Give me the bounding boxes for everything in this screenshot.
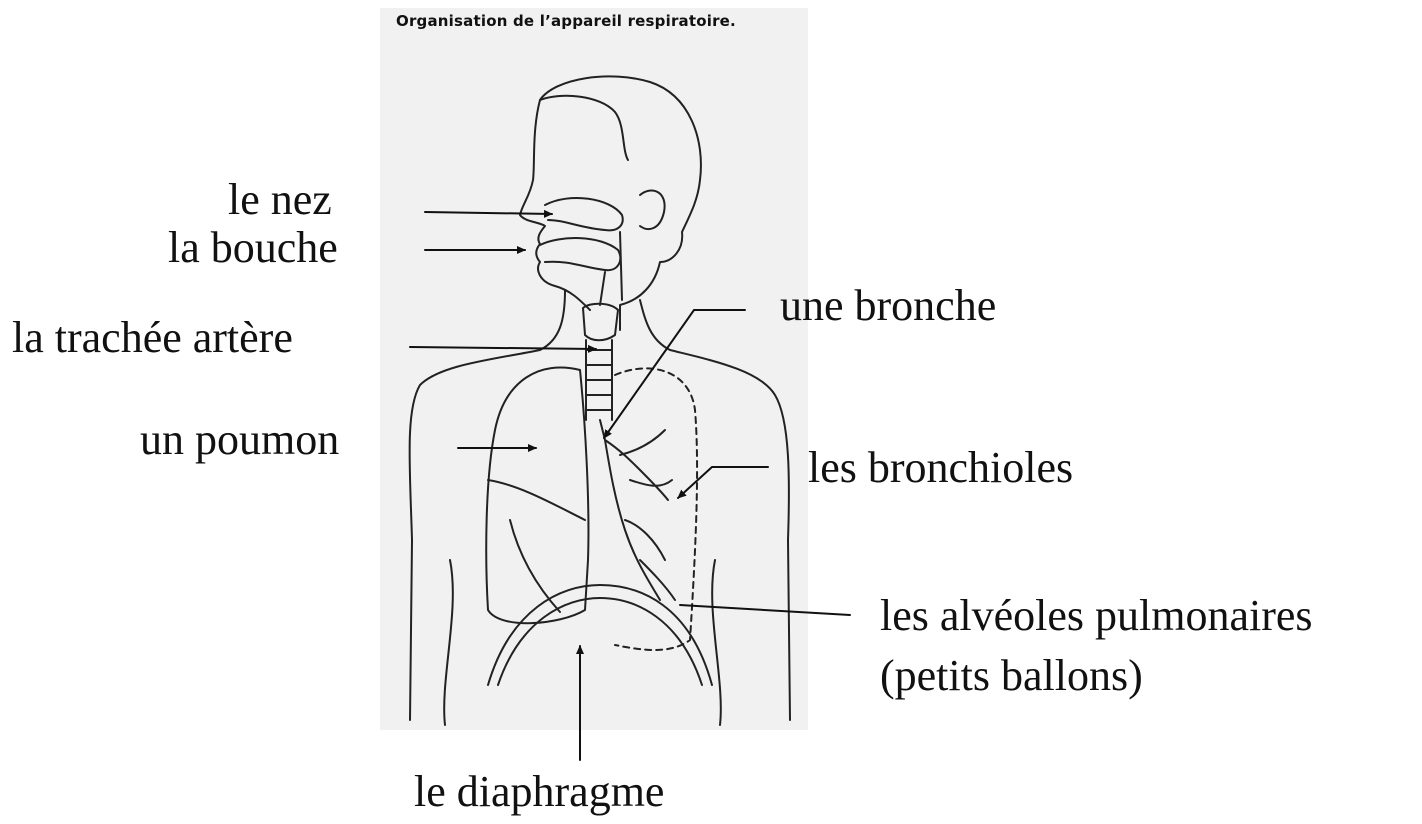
nasal-cavity bbox=[545, 198, 623, 230]
label-bronche: une bronche bbox=[780, 284, 996, 328]
label-poumon: un poumon bbox=[140, 418, 339, 462]
hair-line bbox=[540, 96, 628, 160]
lung-left-fissure bbox=[488, 480, 585, 612]
diaphragm-outer bbox=[488, 585, 712, 685]
face-profile bbox=[520, 100, 590, 310]
arrow-bronche bbox=[604, 310, 745, 438]
arm-left bbox=[410, 540, 453, 725]
label-nez: le nez bbox=[228, 178, 332, 222]
oral-cavity bbox=[540, 238, 620, 270]
label-diaphragme: le diaphragme bbox=[414, 770, 664, 814]
lung-right-dashed bbox=[615, 368, 697, 650]
arm-right bbox=[712, 540, 790, 725]
ear bbox=[640, 190, 665, 229]
arrow-trachee bbox=[410, 347, 596, 349]
arrow-bronchioles bbox=[678, 467, 768, 498]
bronchial-tree bbox=[600, 420, 675, 600]
trachea-ring bbox=[586, 350, 612, 410]
label-bouche: la bouche bbox=[168, 226, 338, 270]
label-alveoles-line1: les alvéoles pulmonaires bbox=[880, 594, 1313, 638]
label-trachee: la trachée artère bbox=[12, 316, 293, 360]
label-bronchioles: les bronchioles bbox=[808, 446, 1073, 490]
diagram-title: Organisation de l’appareil respiratoire. bbox=[396, 12, 796, 30]
label-alveoles-line2: (petits ballons) bbox=[880, 654, 1143, 698]
arrow-nez bbox=[425, 212, 552, 214]
arrow-alveoles bbox=[680, 605, 850, 615]
neck-right bbox=[640, 300, 789, 540]
